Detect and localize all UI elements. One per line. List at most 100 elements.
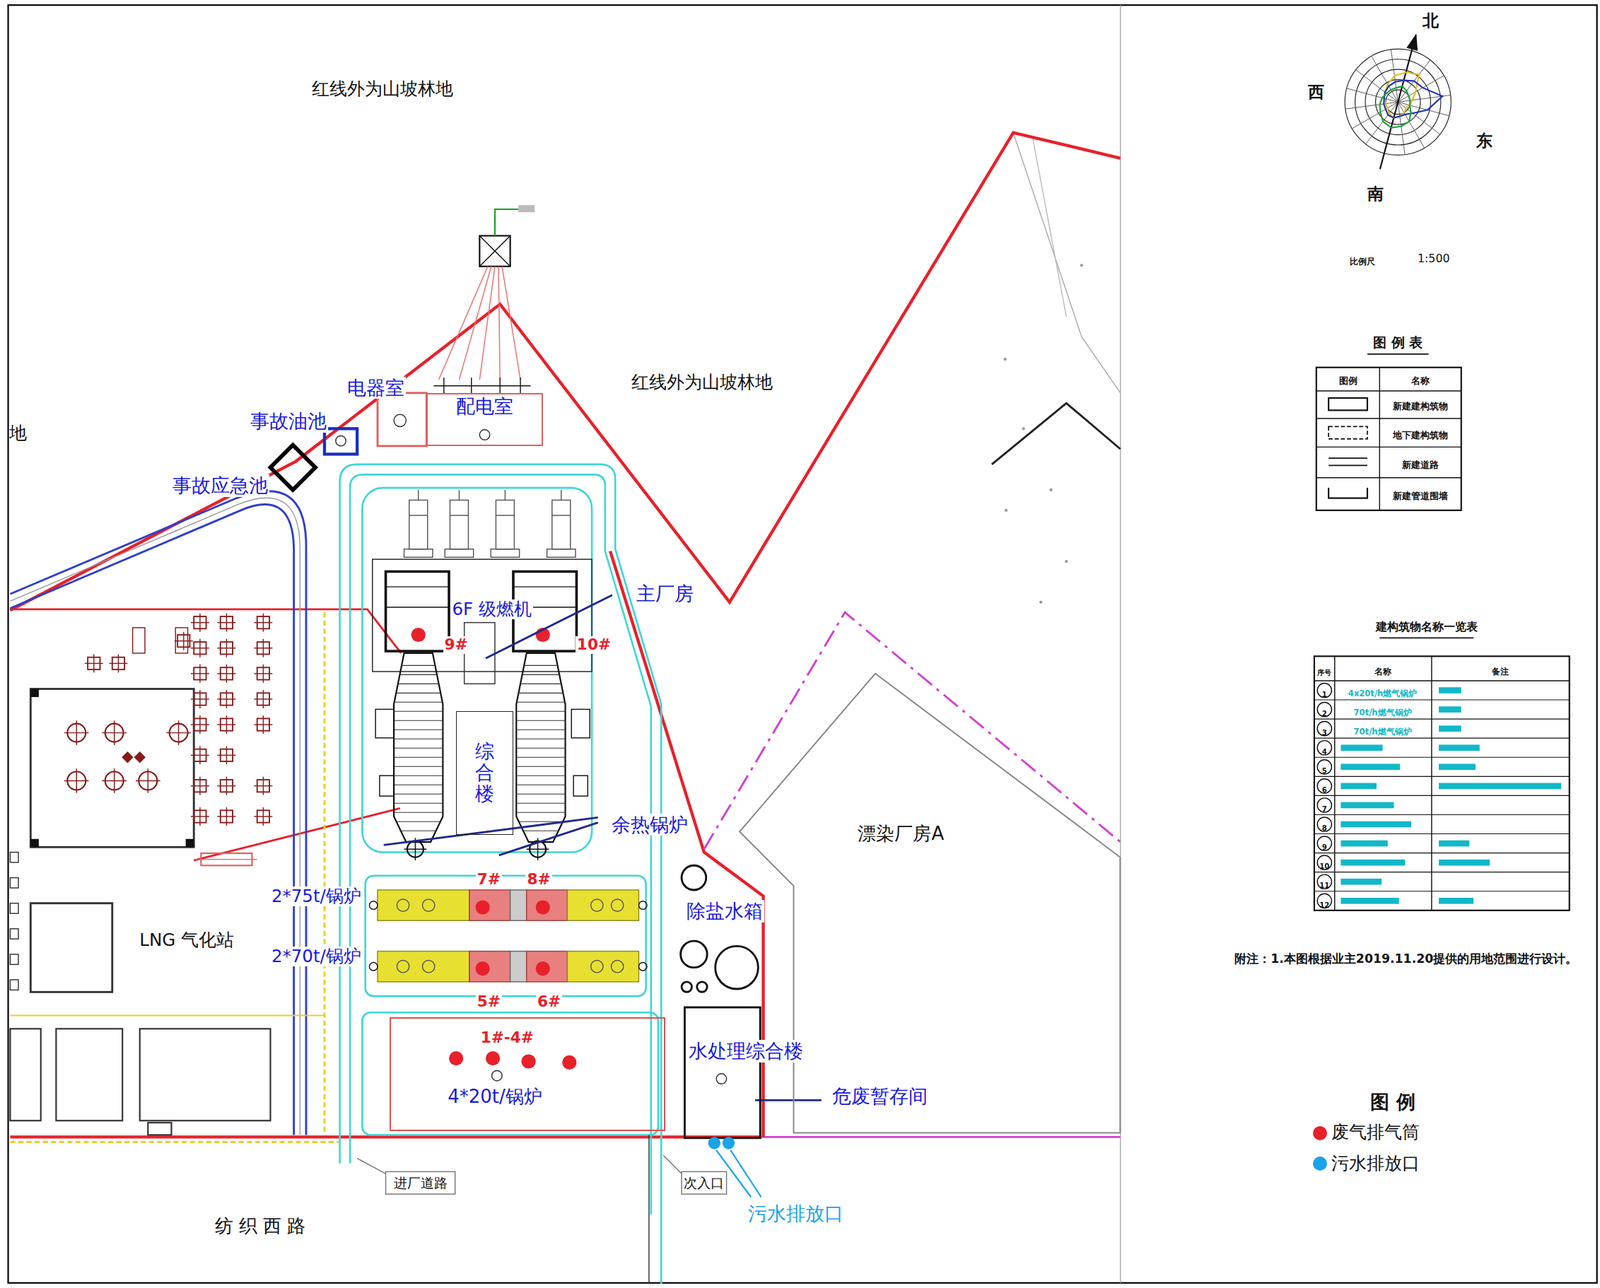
equipment-symbol — [379, 775, 394, 797]
building-outline — [9, 954, 19, 965]
heat-recovery-boiler — [516, 793, 565, 795]
terrain-line — [1013, 132, 1121, 394]
table-rule — [1314, 680, 1570, 681]
table-text: 12 — [1319, 901, 1330, 910]
gas-boiler — [396, 960, 409, 973]
switch-bar — [433, 385, 531, 387]
table-rule — [1316, 446, 1462, 448]
equipment-symbol — [175, 627, 188, 654]
fence-line — [323, 612, 326, 1135]
equipment-symbol — [183, 632, 184, 651]
heat-recovery-boiler — [520, 683, 562, 685]
turbine-structure — [552, 499, 571, 549]
equipment-symbol — [135, 752, 145, 763]
electrical-room: 配电室 — [426, 393, 543, 447]
heat-recovery-boiler — [394, 702, 443, 703]
map-label: 2*75t/锅炉 — [270, 886, 363, 907]
turbine-structure — [409, 514, 428, 516]
site-boundary-line — [704, 612, 1121, 850]
gas-turbine — [513, 586, 577, 587]
gas-boiler — [591, 960, 604, 973]
water-tank — [715, 946, 759, 990]
legend-table — [1316, 367, 1462, 511]
table-text: 11 — [1319, 881, 1330, 891]
outlet-dot — [722, 1136, 735, 1149]
map-label: 6F 级燃机 — [450, 599, 534, 620]
road-line — [361, 1012, 659, 1135]
site-drawing — [8, 4, 1598, 1284]
turbine-structure — [495, 499, 515, 549]
equipment-symbol — [178, 720, 179, 746]
building-outline — [9, 929, 19, 939]
fence-line — [9, 1141, 339, 1144]
legend-swatch — [1312, 1156, 1328, 1171]
table-text: 4x20t/h燃气锅炉 — [1348, 689, 1417, 699]
power-line — [479, 266, 495, 380]
turbine-structure — [417, 489, 419, 500]
switch-bar — [470, 377, 472, 394]
compass-letter: 南 — [1367, 184, 1384, 204]
table-rule — [1314, 890, 1570, 892]
compass-rose — [1397, 101, 1441, 135]
map-label: 水处理综合楼 — [687, 1040, 805, 1063]
lng-yard — [185, 839, 195, 848]
stack-number: 10# — [575, 636, 613, 654]
site-red-line — [9, 132, 1120, 611]
table-text: 70t/h燃气锅炉 — [1353, 708, 1412, 718]
terrain-dot — [1003, 357, 1007, 361]
stack-dot — [535, 961, 551, 976]
table-text: 4 — [1322, 748, 1328, 757]
map-label: 主厂房 — [634, 582, 696, 606]
map-label: 电器室 — [345, 376, 406, 400]
heat-recovery-boiler — [516, 711, 565, 712]
compass-letter: 北 — [1422, 11, 1439, 31]
terrain-dot — [1004, 509, 1008, 512]
equipment-symbol — [479, 429, 490, 440]
equipment-symbol — [199, 745, 201, 765]
table-entry-bar — [1438, 744, 1480, 751]
table-text: 备注 — [1491, 667, 1509, 677]
table-rule — [1316, 417, 1462, 419]
building-outline — [55, 1028, 123, 1121]
equipment-symbol — [716, 1073, 727, 1084]
table-entry-bar — [1438, 897, 1474, 905]
entrance-box — [681, 1171, 727, 1195]
building-outline — [9, 903, 19, 914]
map-label: 余热锅炉 — [610, 813, 690, 837]
table-text: 名称 — [1411, 376, 1430, 387]
equipment-symbol — [199, 807, 201, 826]
heat-recovery-boiler — [399, 674, 437, 676]
road-line — [365, 876, 647, 997]
table-entry-bar — [1340, 878, 1382, 886]
table-entry-bar — [1438, 783, 1562, 790]
map-label: 次入口 — [683, 1175, 724, 1192]
heat-recovery-boiler — [516, 757, 565, 758]
equipment-symbol — [199, 613, 201, 633]
emergency-pool — [270, 444, 316, 490]
turbine-hall — [372, 559, 592, 672]
equipment-symbol — [226, 639, 227, 658]
site-boundary-line — [760, 1136, 1120, 1139]
structures-table — [1314, 656, 1570, 910]
table-text: 1 — [1322, 690, 1328, 700]
table-rule — [1379, 367, 1381, 511]
gas-boiler — [591, 899, 604, 912]
road-line — [340, 464, 662, 1284]
sheet-frame — [8, 4, 1598, 1284]
legend-sample — [1328, 398, 1368, 411]
leader-line — [383, 817, 599, 845]
heat-recovery-boiler — [398, 683, 440, 685]
gas-boiler — [469, 890, 511, 921]
pylon-symbol — [479, 236, 510, 267]
pipe-line — [9, 504, 294, 1136]
table-entry-bar — [1340, 859, 1405, 867]
heat-recovery-boiler — [516, 766, 565, 768]
turbine-structure — [495, 514, 515, 516]
table-text: 建构筑物名称一览表 — [1375, 620, 1478, 634]
heat-recovery-boiler — [393, 729, 443, 731]
power-line — [494, 209, 519, 237]
stack-number: 6# — [535, 993, 563, 1012]
map-label: 红线外为山坡林地 — [631, 372, 773, 393]
lng-station — [30, 903, 112, 993]
